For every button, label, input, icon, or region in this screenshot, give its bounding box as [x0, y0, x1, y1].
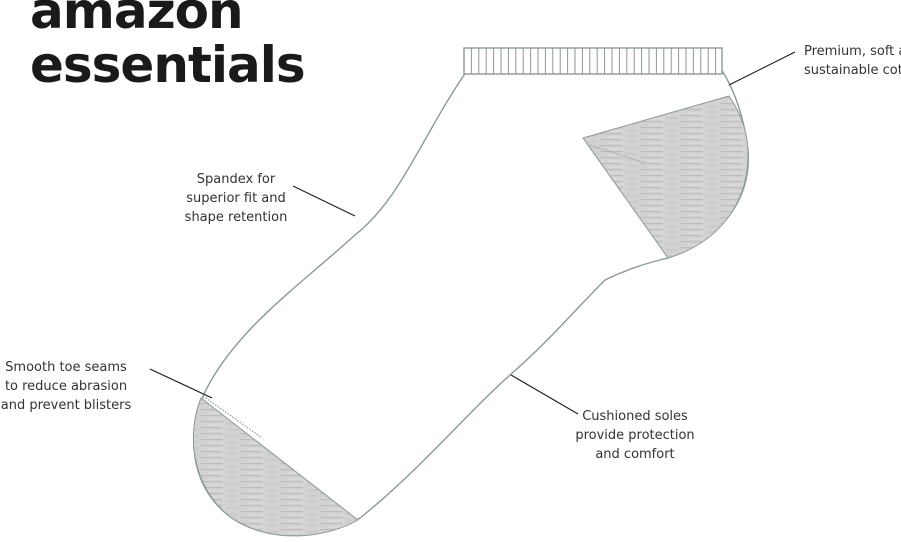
- leader-line-toe: [149, 368, 213, 399]
- toe-seam-stitching: [202, 395, 263, 439]
- heel-patch: [582, 95, 749, 259]
- callout-toe: Smooth toe seams to reduce abrasion and …: [0, 358, 136, 415]
- callout-premium-line-1: Premium, soft a: [804, 44, 901, 59]
- callout-toe-line-1: Smooth toe seams: [5, 360, 127, 375]
- callout-cushion-line-3: and comfort: [595, 447, 675, 462]
- callout-cushion-line-1: Cushioned soles: [582, 409, 688, 424]
- cuff-ribbing: [470, 48, 717, 74]
- callout-toe-line-3: and prevent blisters: [0, 398, 132, 413]
- leader-line-premium: [728, 51, 796, 86]
- callout-spandex-line-1: Spandex for: [196, 172, 276, 187]
- callout-cushion-line-2: provide protection: [575, 428, 695, 443]
- callout-cushion: Cushioned soles provide protection and c…: [567, 407, 703, 464]
- callout-spandex-line-2: superior fit and: [186, 191, 286, 206]
- toe-patch: [192, 397, 359, 537]
- callout-toe-line-2: to reduce abrasion: [4, 379, 128, 394]
- brand-logo-line-2: essentials: [30, 36, 306, 94]
- sock-cuff: [463, 47, 723, 75]
- callout-spandex-line-3: shape retention: [184, 210, 288, 225]
- callout-premium-line-2: sustainable cot: [804, 63, 901, 78]
- brand-logo-line-1: amazon: [30, 0, 244, 40]
- leader-line-cushion: [510, 374, 579, 415]
- heel-stitching: [589, 144, 646, 164]
- callout-spandex: Spandex for superior fit and shape reten…: [180, 170, 292, 227]
- leader-line-spandex: [292, 185, 356, 217]
- callout-premium: Premium, soft a sustainable cot: [804, 42, 901, 80]
